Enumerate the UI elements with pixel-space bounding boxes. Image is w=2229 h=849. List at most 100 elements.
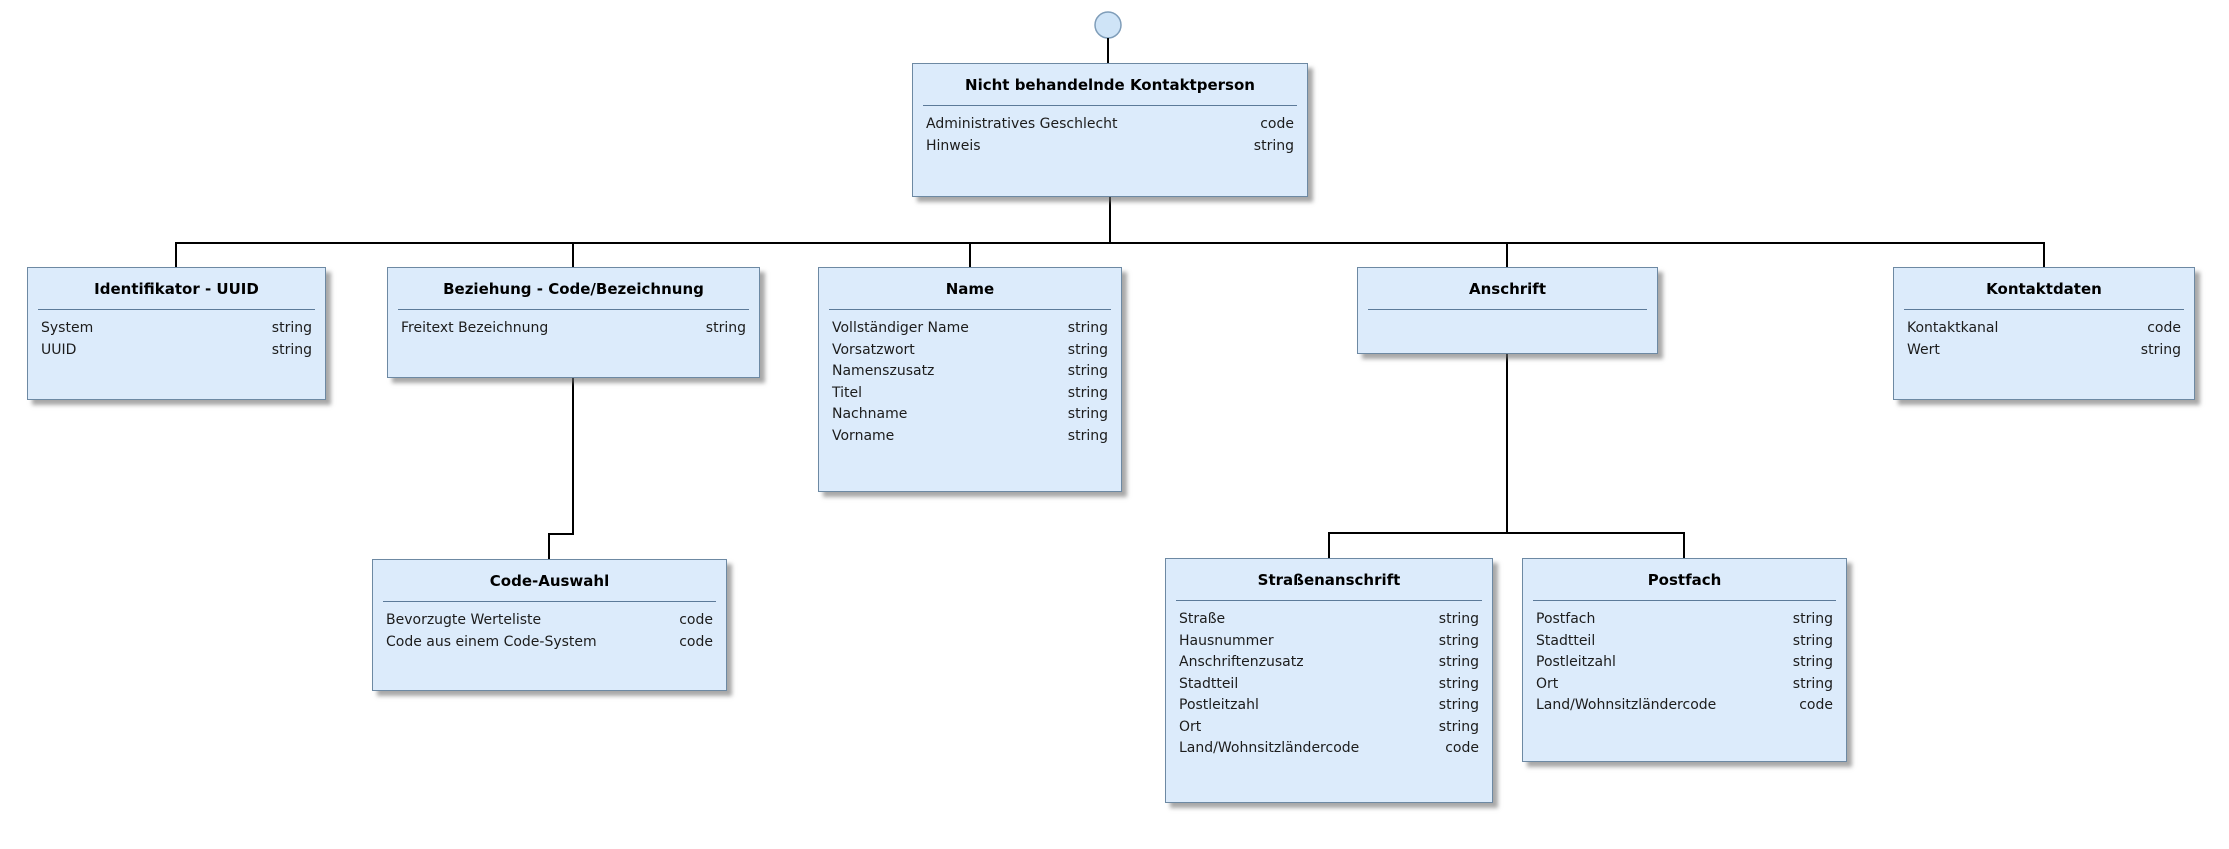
attribute-name: Ort [1536,675,1559,692]
attribute-name: Titel [832,384,863,401]
attribute-name: Postleitzahl [1536,654,1616,670]
entity-title: Beziehung - Code/Bezeichnung [443,280,704,298]
entity-title: Postfach [1647,571,1722,589]
attribute-name: Namenszusatz [832,363,935,379]
attribute-row: Vollständiger Name string [832,318,1108,340]
attribute-type: code [2147,320,2181,336]
attribute-row: Namenszusatz string [832,361,1108,383]
title-separator [398,309,749,310]
attribute-row: Hinweis string [926,136,1294,158]
attribute-row: Straße string [1179,609,1479,631]
attribute-type: string [1067,406,1108,422]
attribute-row: Vorsatzwort string [832,340,1108,362]
attribute-type: string [271,341,312,358]
attribute-type: string [1067,384,1108,401]
title-separator [923,105,1297,106]
attribute-name: Land/Wohnsitzländercode [1179,740,1360,756]
attribute-type: code [679,633,713,650]
attribute-row: Land/Wohnsitzländercode code [1536,695,1833,717]
attribute-type: code [1799,697,1833,713]
attribute-name: Anschriftenzusatz [1179,654,1304,670]
entity-title: Anschrift [1468,280,1547,298]
attribute-row: UUID string [41,340,312,362]
attribute-type: string [2140,341,2181,358]
entity-title: Identifikator - UUID [94,280,259,298]
attribute-type: string [1438,632,1479,649]
attribute-name: Bevorzugte Werteliste [386,612,542,628]
attribute-name: UUID [41,341,77,358]
attribute-name: System [41,320,94,336]
attribute-row: Anschriftenzusatz string [1179,652,1479,674]
attribute-type: string [1438,654,1479,670]
attribute-name: Vollständiger Name [832,320,969,336]
title-separator [1904,309,2184,310]
attribute-type: string [1792,632,1833,649]
attribute-name: Kontaktkanal [1907,320,1999,336]
attribute-type: string [1792,675,1833,692]
attribute-type: code [679,612,713,628]
title-separator [1176,600,1482,601]
entity-title: Straßenanschrift [1257,571,1401,589]
entity-title: Name [945,280,995,298]
attribute-type: string [1253,137,1294,154]
entity-title: Code-Auswahl [489,572,610,590]
attribute-type: string [1438,697,1479,713]
attribute-type: string [1792,654,1833,670]
attribute-name: Vorsatzwort [832,341,915,358]
title-separator [1533,600,1836,601]
attribute-type: string [1067,363,1108,379]
entity-nicht-behandelnde-kontaktperson[interactable]: Nicht behandelnde Kontaktperson Administ… [912,63,1308,197]
entity-title: Kontaktdaten [1986,280,2102,298]
attribute-row: Stadtteil string [1536,631,1833,653]
entity-beziehung-code-bezeichnung[interactable]: Beziehung - Code/Bezeichnung Freitext Be… [387,267,760,378]
entity-title: Nicht behandelnde Kontaktperson [965,76,1255,94]
attribute-name: Hinweis [926,137,981,154]
attribute-type: string [1067,320,1108,336]
attribute-type: string [1792,611,1833,627]
attribute-row: Postleitzahl string [1179,695,1479,717]
attribute-name: Code aus einem Code-System [386,633,597,650]
attribute-name: Postleitzahl [1179,697,1259,713]
attribute-list [1358,310,1657,318]
entity-anschrift[interactable]: Anschrift [1357,267,1658,354]
attribute-row: Code aus einem Code-System code [386,632,713,654]
attribute-type: string [1438,611,1479,627]
title-separator [829,309,1111,310]
attribute-name: Administratives Geschlecht [926,116,1118,132]
attribute-name: Stadtteil [1536,632,1596,649]
attribute-row: Ort string [1179,717,1479,739]
attribute-row: Wert string [1907,340,2181,362]
attribute-type: string [1438,718,1479,735]
attribute-row: Ort string [1536,674,1833,696]
attribute-name: Vorname [832,427,895,444]
title-separator [383,601,716,602]
attribute-row: Bevorzugte Werteliste code [386,610,713,632]
attribute-name: Hausnummer [1179,632,1274,649]
attribute-name: Wert [1907,341,1940,358]
attribute-name: Ort [1179,718,1202,735]
attribute-name: Stadtteil [1179,675,1239,692]
attribute-name: Land/Wohnsitzländercode [1536,697,1717,713]
attribute-type: string [271,320,312,336]
attribute-name: Straße [1179,611,1226,627]
attribute-type: string [1067,341,1108,358]
title-separator [38,309,315,310]
